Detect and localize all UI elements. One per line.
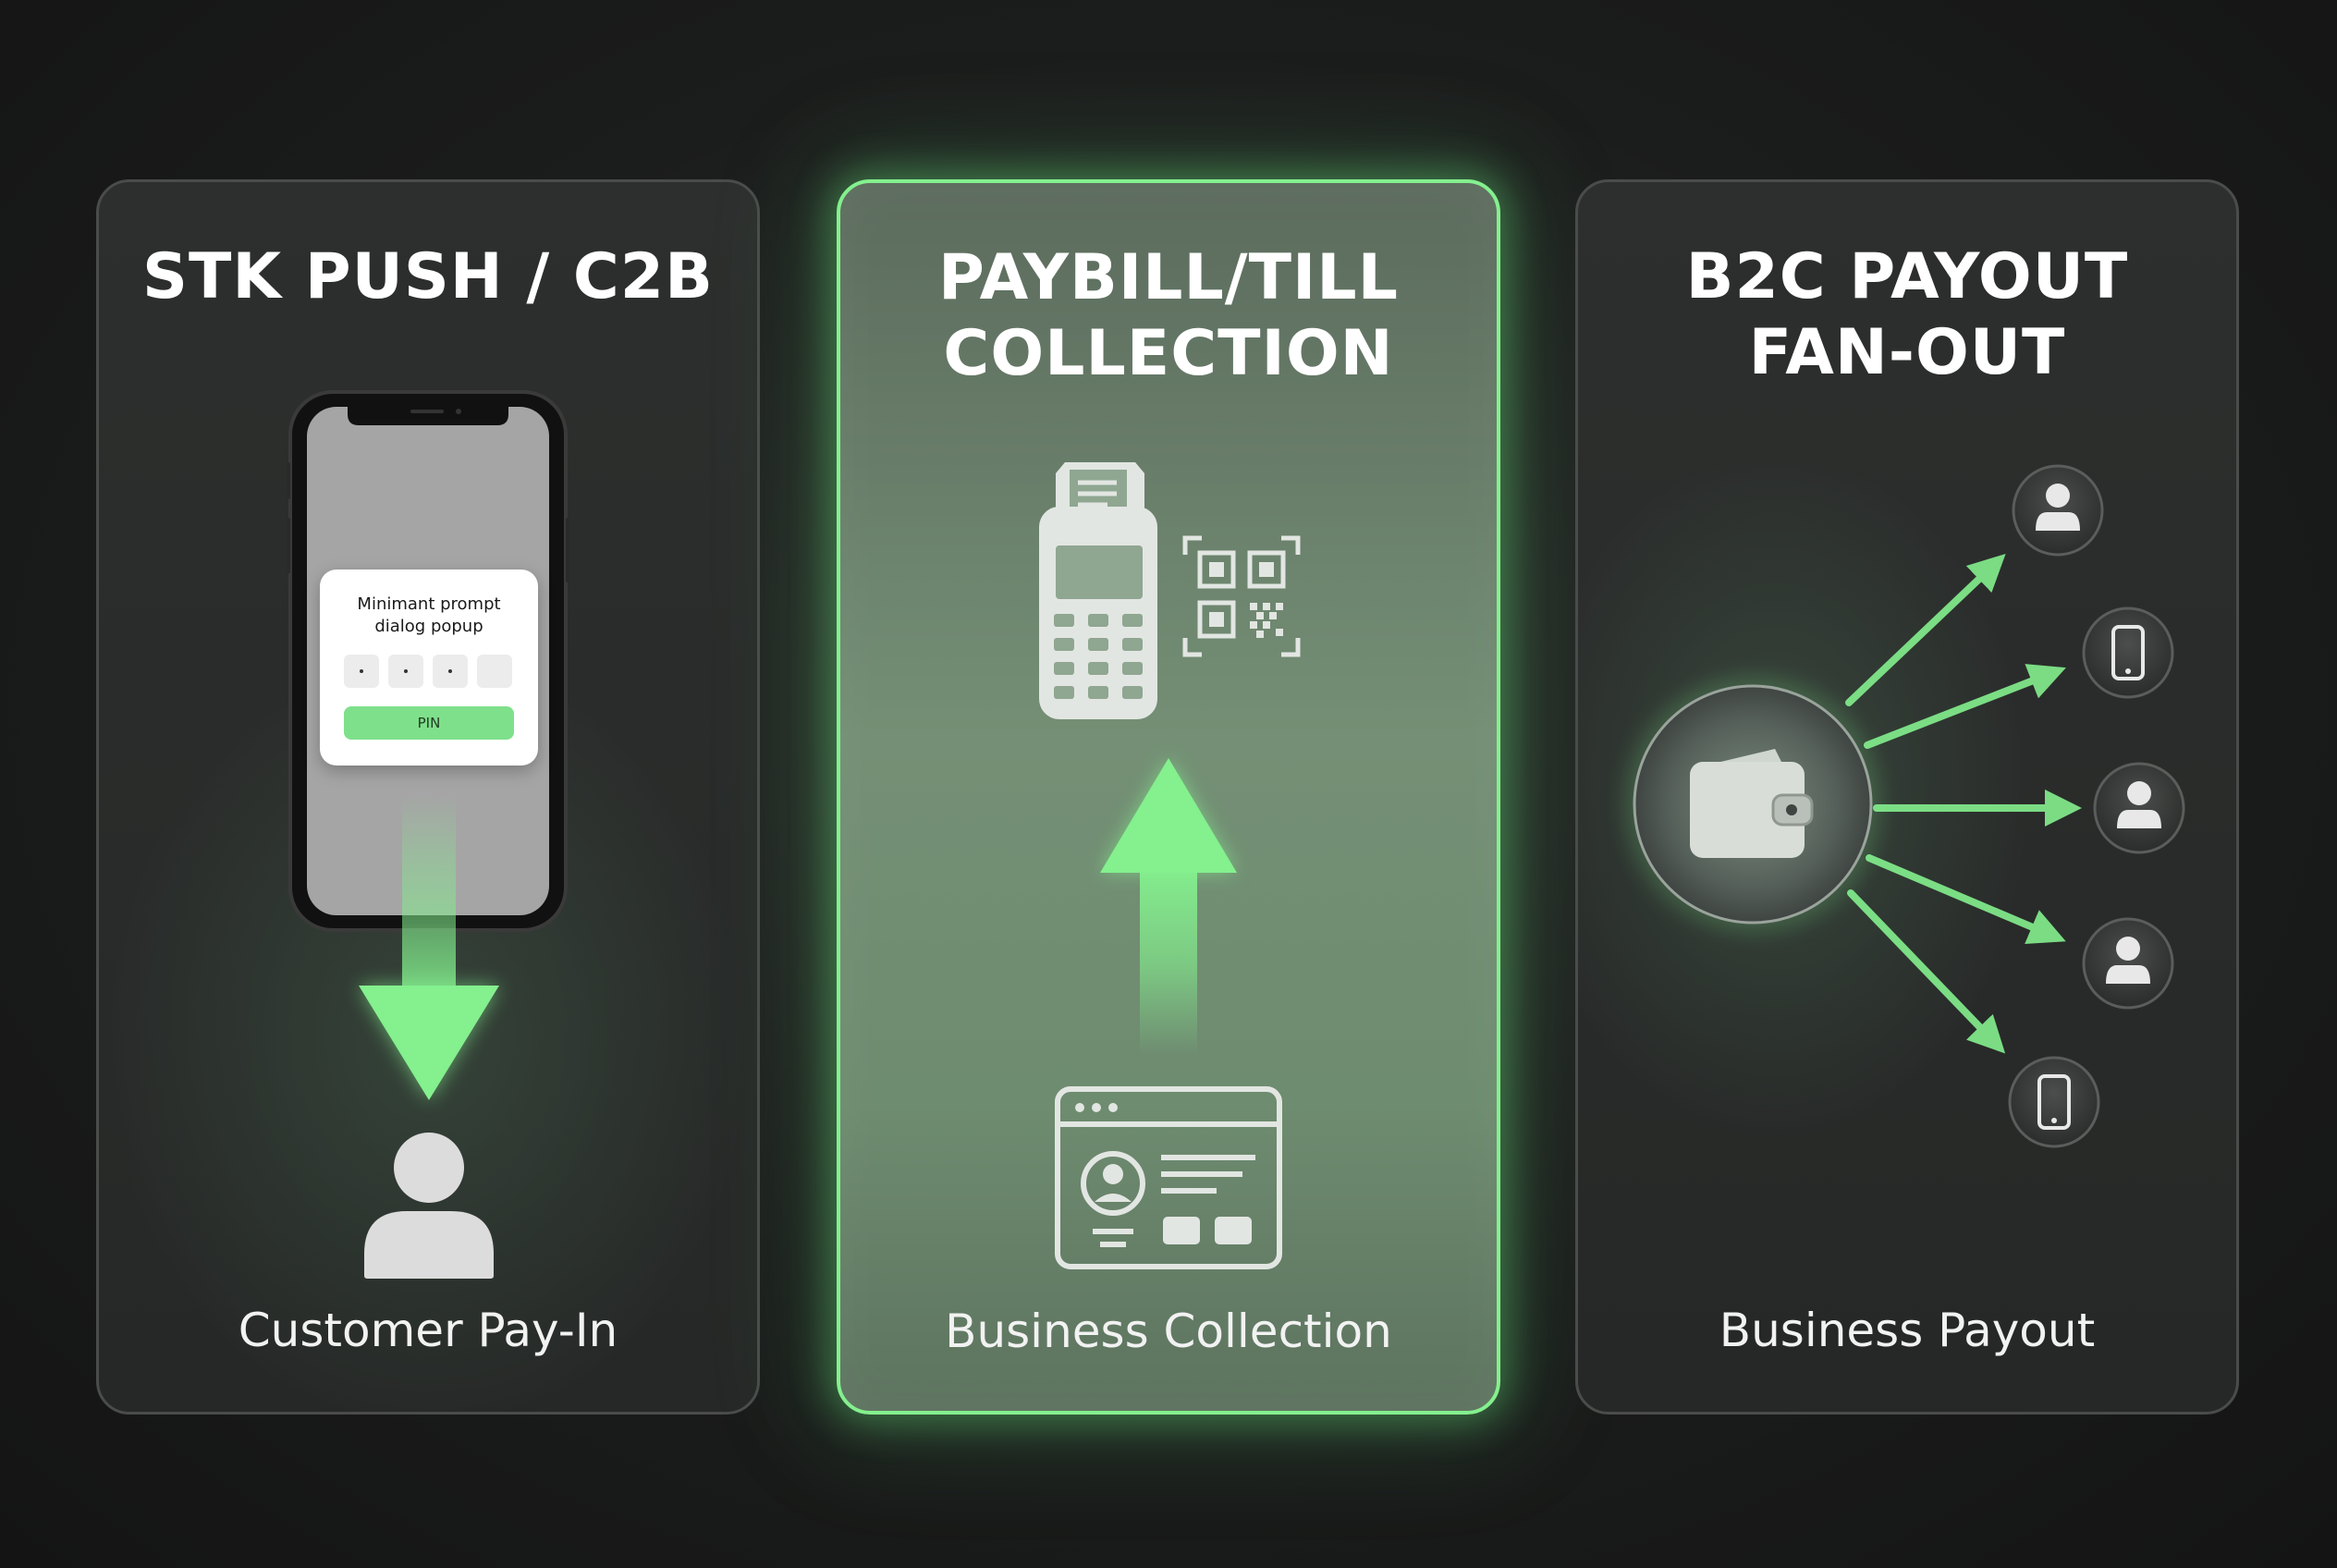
pin-button[interactable]: PIN <box>344 706 514 740</box>
dialog-message: Minimant prompt dialog popup <box>320 594 538 638</box>
card-title-line: STK PUSH / C2B <box>142 240 714 313</box>
card-title: B2C PAYOUT FAN-OUT <box>1578 239 2236 391</box>
pin-digit-box[interactable] <box>344 655 379 688</box>
paybill-till-card: PAYBILL/TILL COLLECTION Business Collect… <box>837 179 1500 1415</box>
dialog-message-line: dialog popup <box>374 617 483 636</box>
card-caption: Business Collection <box>945 1305 1392 1358</box>
card-title-line: PAYBILL/TILL <box>938 241 1399 314</box>
card-title: PAYBILL/TILL COLLECTION <box>840 240 1497 392</box>
card-title-line: COLLECTION <box>943 317 1394 390</box>
pin-digit-box[interactable] <box>477 655 512 688</box>
dialog-message-line: Minimant prompt <box>357 594 501 614</box>
pin-prompt-dialog: Minimant prompt dialog popup PIN <box>320 570 538 766</box>
pin-digit-box[interactable] <box>433 655 468 688</box>
card-caption: Business Payout <box>1719 1304 2096 1357</box>
card-title-line: B2C PAYOUT <box>1685 240 2129 313</box>
down-arrow-icon <box>359 795 499 1100</box>
stk-push-card: STK PUSH / C2B Customer Pay-In <box>96 179 760 1415</box>
card-title-line: FAN-OUT <box>1748 316 2066 389</box>
user-icon <box>364 1133 494 1279</box>
pin-digit-box[interactable] <box>388 655 423 688</box>
b2c-payout-card: B2C PAYOUT FAN-OUT Business Payout <box>1575 179 2239 1415</box>
card-title: STK PUSH / C2B <box>99 239 757 315</box>
card-caption: Customer Pay-In <box>238 1304 618 1357</box>
